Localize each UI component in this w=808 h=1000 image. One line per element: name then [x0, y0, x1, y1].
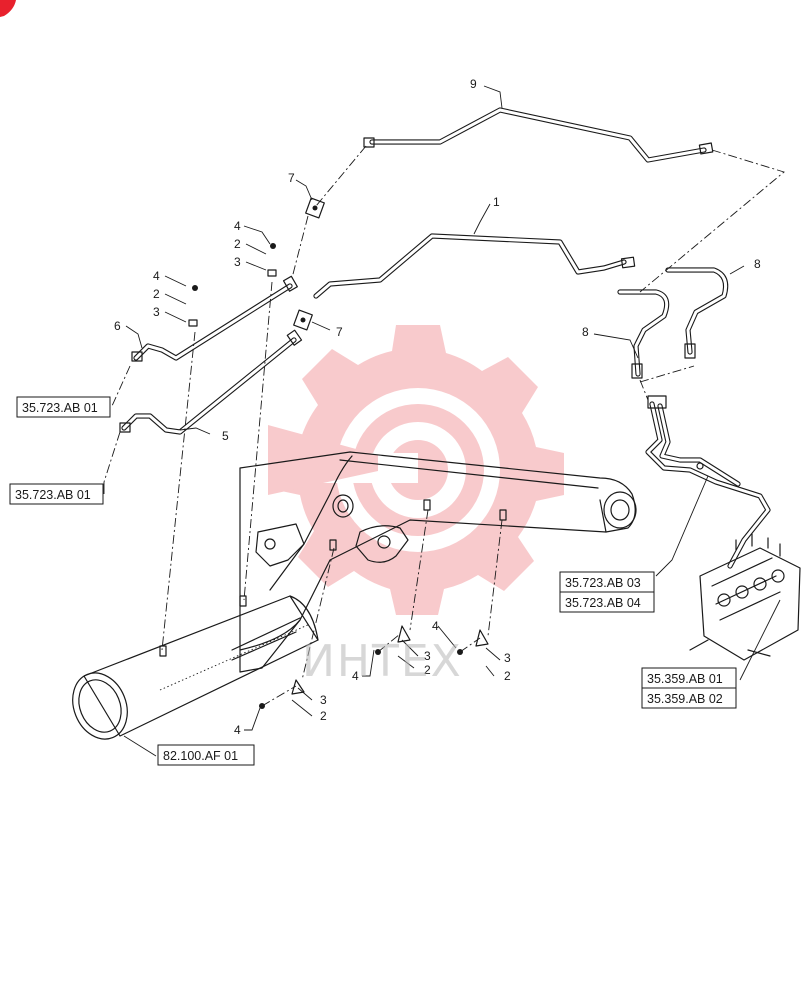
callout-3-left: 3: [153, 305, 160, 319]
callout-2-bottom: 2: [320, 709, 327, 723]
callout-4-mid: 4: [352, 669, 359, 683]
hose-8-right: [665, 267, 729, 359]
boom-arm: [239, 451, 637, 673]
callout-8-left: 8: [582, 325, 589, 339]
reference-boxes: 35.723.AB 01 35.723.AB 01 35.723.AB 03 3…: [9, 396, 737, 766]
tube-5: [119, 329, 303, 435]
ref-box-35723-ab04[interactable]: 35.723.AB 04: [559, 591, 655, 613]
callout-3-upper: 3: [234, 255, 241, 269]
callout-4-upper: 4: [234, 219, 241, 233]
gear-target-logo-icon: [258, 325, 564, 615]
watermark-logo: [258, 325, 564, 615]
ref-box-35359-ab01[interactable]: 35.359.AB 01: [641, 667, 737, 689]
assembly-lines: [103, 145, 785, 707]
svg-text:82.100.AF 01: 82.100.AF 01: [163, 749, 238, 763]
ref-box-35723-ab03[interactable]: 35.723.AB 03: [559, 571, 655, 593]
ref-box-35723-ab01-bottom[interactable]: 35.723.AB 01: [9, 483, 104, 505]
callout-5: 5: [222, 429, 229, 443]
callout-3-right: 3: [504, 651, 511, 665]
callout-4-left: 4: [153, 269, 160, 283]
callout-7-top: 7: [288, 171, 295, 185]
callout-9: 9: [470, 77, 477, 91]
ref-box-35723-ab01-top[interactable]: 35.723.AB 01: [16, 396, 111, 418]
tube-6: [131, 275, 298, 362]
callout-1: 1: [493, 195, 500, 209]
callout-4-bottom: 4: [234, 723, 241, 737]
svg-text:35.723.AB 03: 35.723.AB 03: [565, 576, 641, 590]
tube-1: [313, 233, 636, 299]
tube-9: [363, 107, 714, 163]
callout-4-right: 4: [432, 619, 439, 633]
watermark-text: ИНТЕХ: [302, 636, 463, 687]
callout-3-bottom: 3: [320, 693, 327, 707]
callout-7-bottom: 7: [336, 325, 343, 339]
callout-labels: 9 1 8 8 7 7 6 5 4 2 3 4 2 3 4 3 2 4 3 2 …: [114, 77, 761, 737]
ref-box-82100-af01[interactable]: 82.100.AF 01: [157, 744, 255, 766]
svg-text:35.723.AB 01: 35.723.AB 01: [15, 488, 91, 502]
tube-assembly-lower-right: [645, 395, 771, 569]
callout-2-upper: 2: [234, 237, 241, 251]
ref-box-35359-ab02[interactable]: 35.359.AB 02: [641, 687, 737, 709]
callout-6: 6: [114, 319, 121, 333]
svg-text:35.723.AB 04: 35.723.AB 04: [565, 596, 641, 610]
svg-text:35.723.AB 01: 35.723.AB 01: [22, 401, 98, 415]
hose-8-left: [617, 289, 670, 379]
red-corner-marker-icon: [0, 0, 16, 17]
callout-2-right: 2: [504, 669, 511, 683]
control-valve: [689, 533, 801, 661]
svg-text:35.359.AB 02: 35.359.AB 02: [647, 692, 723, 706]
hydraulic-cylinder: [72, 595, 319, 740]
svg-text:35.359.AB 01: 35.359.AB 01: [647, 672, 723, 686]
callout-3-mid: 3: [424, 649, 431, 663]
callout-2-mid: 2: [424, 663, 431, 677]
leader-lines: [103, 85, 781, 757]
callout-2-left: 2: [153, 287, 160, 301]
fittings-7: [293, 197, 325, 331]
callout-8-right: 8: [754, 257, 761, 271]
